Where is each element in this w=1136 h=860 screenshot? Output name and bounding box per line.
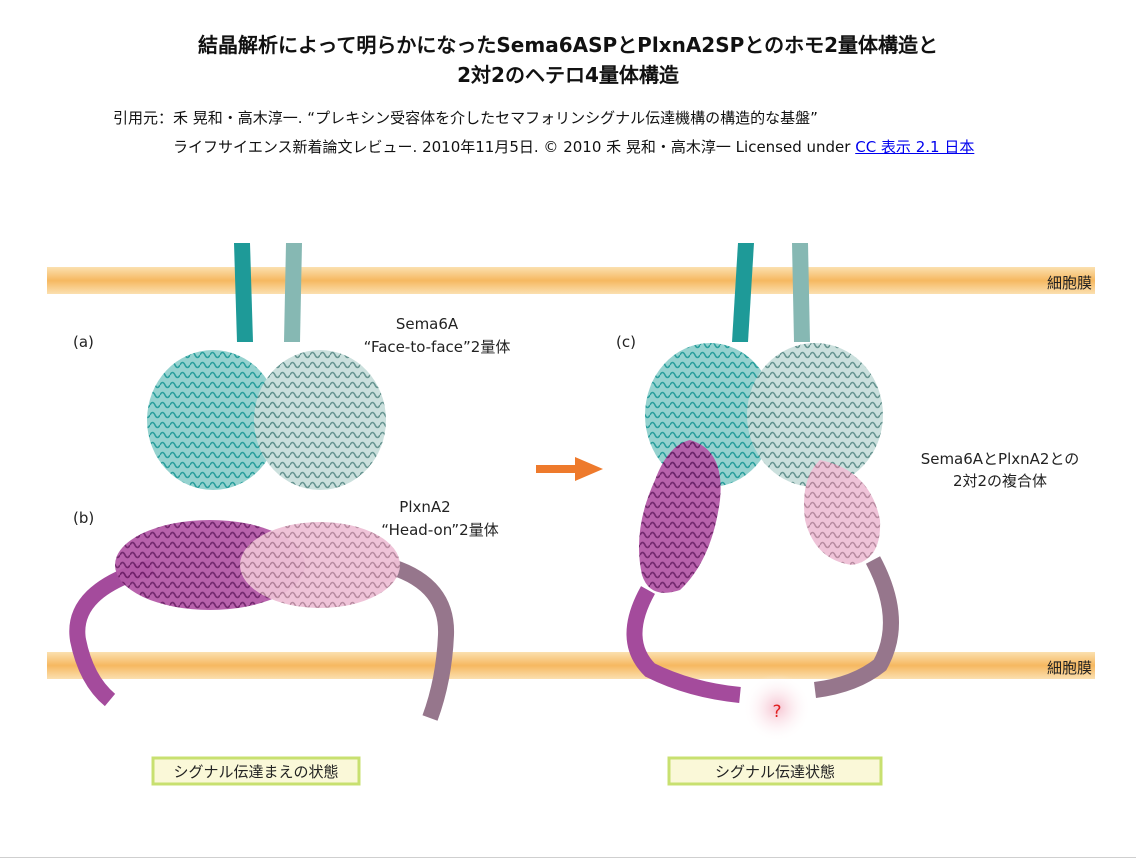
sema-stalk-dark-c [732,243,754,342]
citation-line-2: ライフサイエンス新着論文レビュー. 2010年11月5日. © 2010 禾 晃… [173,136,974,157]
plxn-arc-right-c [813,556,899,698]
plxn-body-dark-c [638,440,721,593]
license-link[interactable]: CC 表示 2.1 日本 [855,138,975,156]
complex-label-line-1: Sema6AとPlxnA2との [921,450,1080,468]
sema-body-dark-a [147,350,279,490]
state-before-label: シグナル伝達まえの状態 [173,763,338,781]
figure-title: 結晶解析によって明らかになったSema6ASPとPlxnA2SPとのホモ2量体構… [0,30,1136,90]
panel-b-label: (b) [73,509,94,527]
question-glow [743,674,811,742]
complex-label-line-2: 2対2の複合体 [953,472,1047,490]
membrane-label-top: 細胞膜 [1047,274,1092,292]
state-before-box [151,756,361,786]
sema6a-dimer-a [147,243,386,490]
title-line-2: 2対2のヘテロ4量体構造 [457,63,679,87]
sema-body-light-c [747,343,883,487]
question-mark: ? [772,702,781,722]
plxn-body-light-b [240,522,400,608]
plxn-name-label: PlxnA2 [399,498,450,516]
sema-body-light-a [254,350,386,490]
bottom-divider [0,857,1136,858]
transition-arrow [536,457,603,481]
plxn-tip-right-b [370,562,398,582]
membrane-label-bottom: 細胞膜 [1047,659,1092,677]
plxn-arc-right-b [389,559,455,721]
state-after-label: シグナル伝達状態 [715,763,835,781]
plxn-arc-left-c [626,586,741,703]
sema-stalk-dark-a [234,243,253,342]
citation-line-1: 引用元：禾 晃和・高木淳一. “プレキシン受容体を介したセマフォリンシグナル伝達… [113,109,818,127]
sema-stalk-light-a [284,243,302,342]
complex-c [626,243,899,742]
title-line-1: 結晶解析によって明らかになったSema6ASPとPlxnA2SPとのホモ2量体構… [198,33,938,57]
plxn-body-light-c [804,460,881,565]
membrane-bottom [47,652,1095,679]
sema-desc-label: “Face-to-face”2量体 [364,338,511,356]
plxn-desc-label: “Head-on”2量体 [381,521,498,539]
plxna2-dimer-b [69,520,455,721]
citation-text: ライフサイエンス新着論文レビュー. 2010年11月5日. © 2010 禾 晃… [173,138,856,156]
sema-stalk-light-c [792,243,810,342]
panel-c-label: (c) [616,333,636,351]
state-after-box [667,756,883,786]
plxn-arc-left-b [69,559,155,707]
panel-a-label: (a) [73,333,94,351]
sema-name-label: Sema6A [396,315,459,333]
membrane-top [47,267,1095,294]
